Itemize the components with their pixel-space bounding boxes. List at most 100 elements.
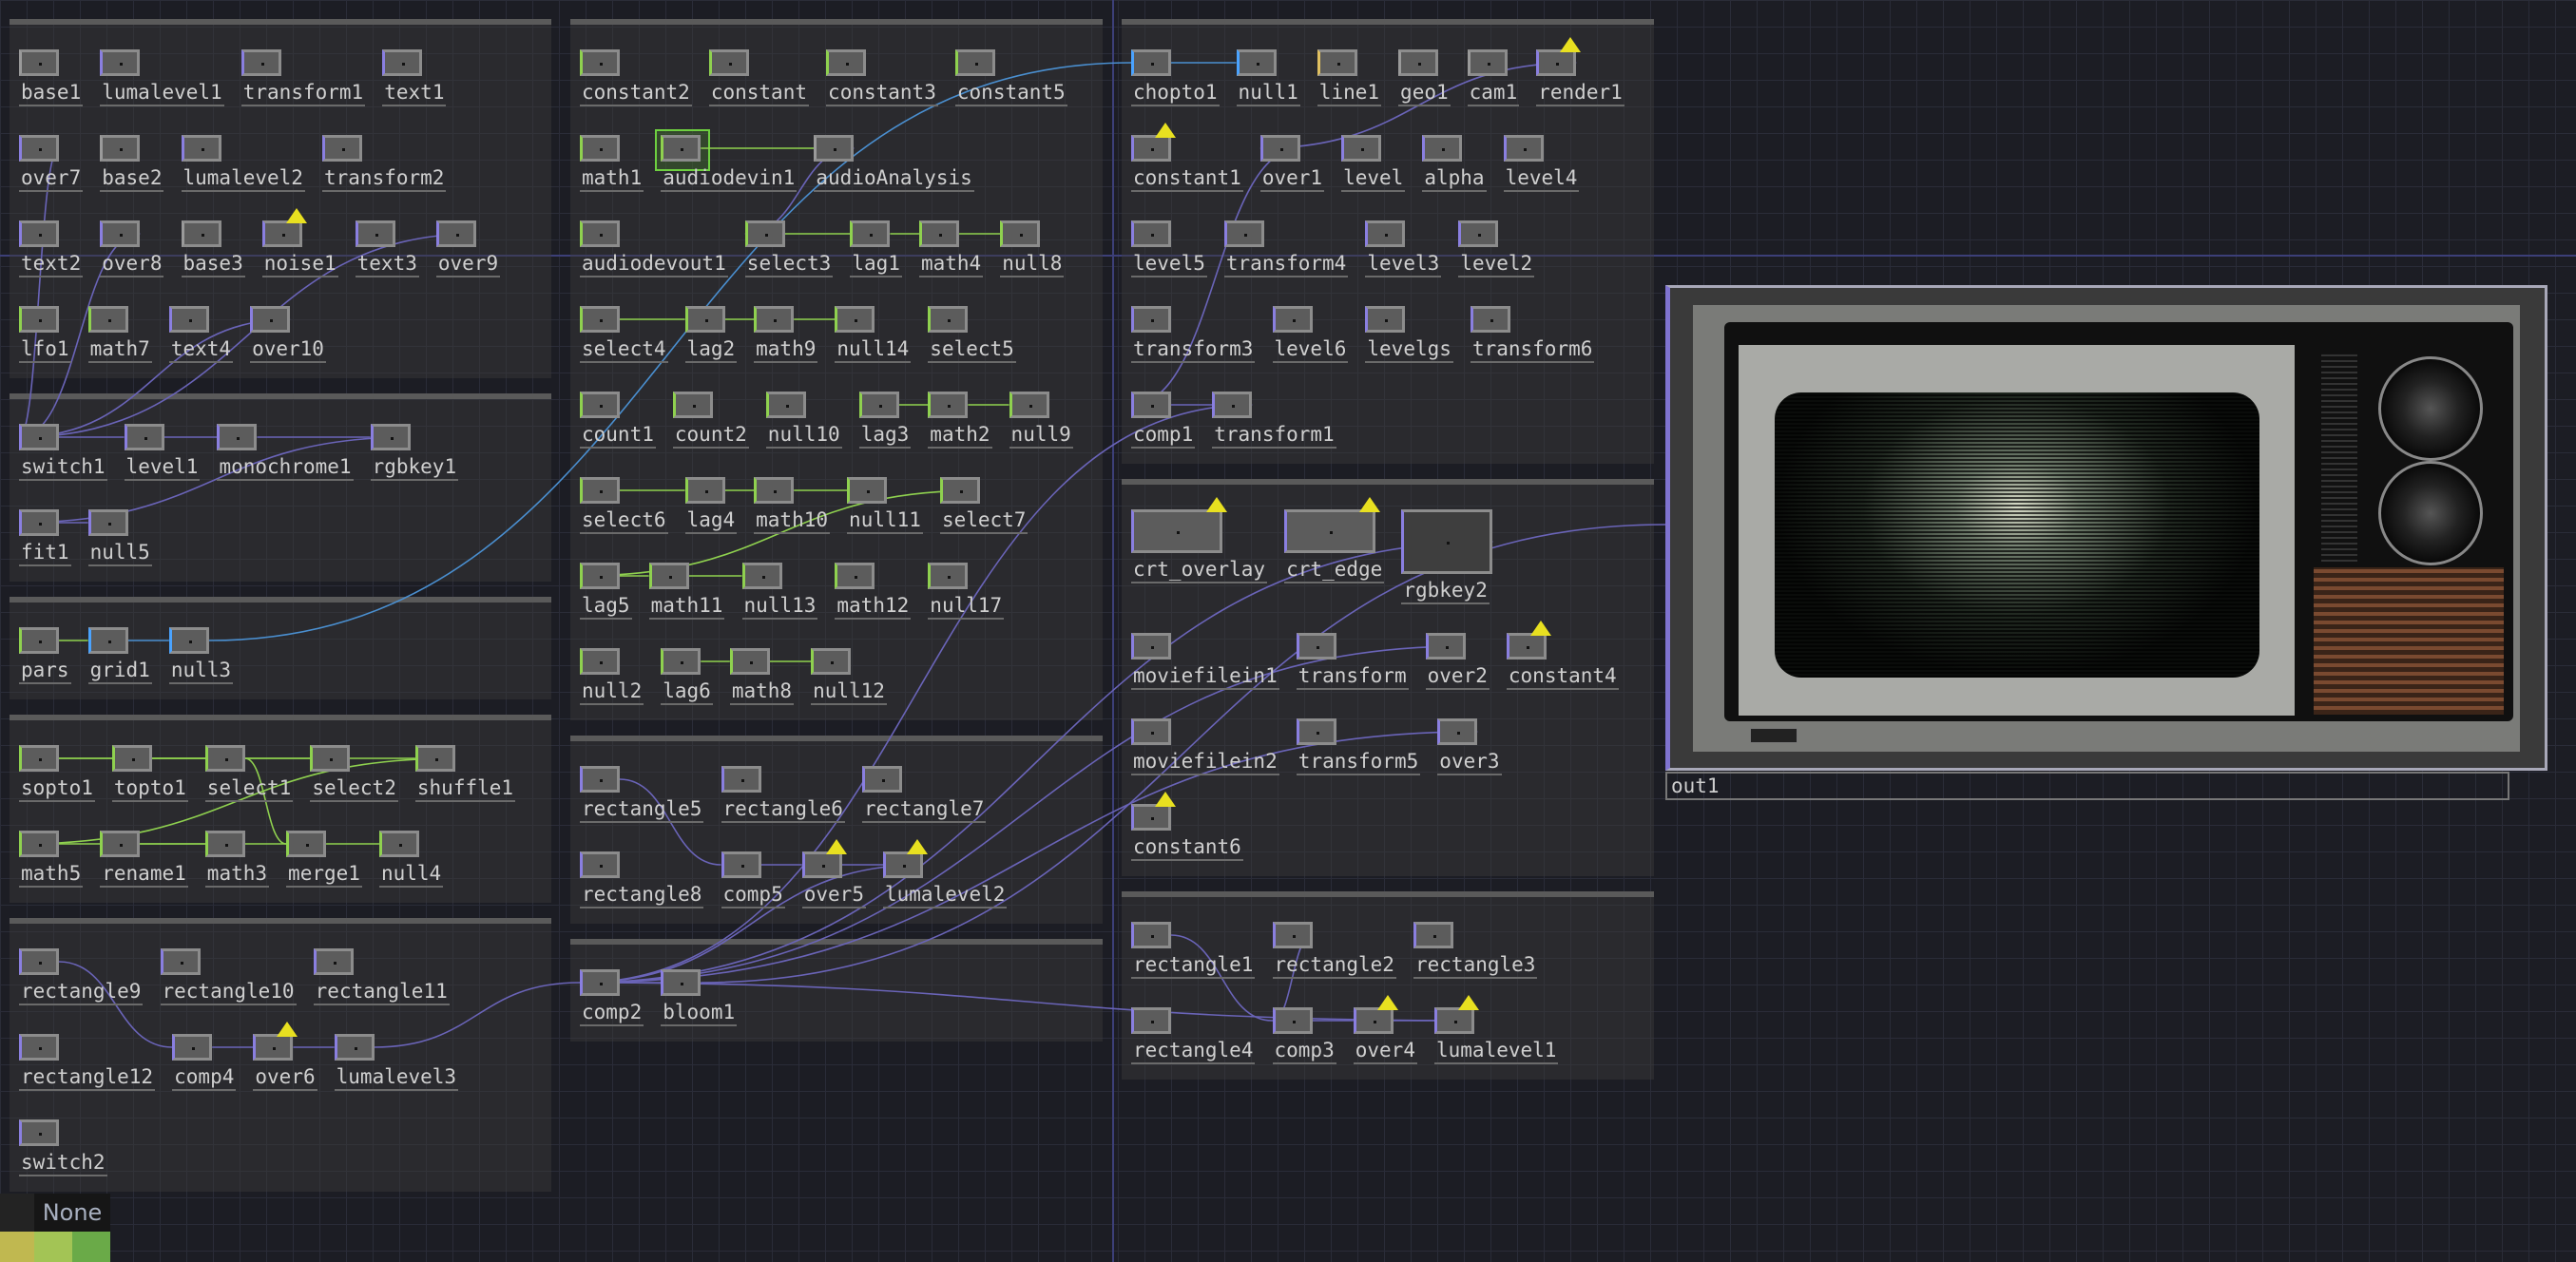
node-null10[interactable]: null10 (765, 392, 842, 449)
node-tile[interactable] (1131, 220, 1171, 247)
node-tile[interactable] (19, 1034, 59, 1061)
node-level4[interactable]: level4 (1503, 135, 1580, 192)
node-comp5[interactable]: comp5 (721, 851, 785, 908)
node-select3[interactable]: select3 (744, 220, 834, 277)
node-tile[interactable] (1341, 135, 1382, 162)
node-select2[interactable]: select2 (310, 745, 398, 802)
node-fit1[interactable]: fit1 (19, 509, 71, 566)
node-tile[interactable] (1536, 37, 1582, 76)
node-lag2[interactable]: lag2 (684, 306, 738, 363)
node-tile[interactable] (721, 851, 761, 878)
node-tile[interactable] (862, 766, 902, 793)
node-tile[interactable] (580, 969, 620, 996)
node-tile[interactable] (1425, 633, 1466, 660)
node-tile[interactable] (204, 831, 245, 857)
node-tile[interactable] (19, 509, 59, 536)
node-math9[interactable]: math9 (754, 306, 818, 363)
node-text3[interactable]: text3 (355, 220, 419, 277)
node-tile[interactable] (181, 220, 221, 247)
node-math11[interactable]: math11 (648, 563, 725, 620)
wire[interactable] (579, 404, 1253, 984)
node-crt-edge[interactable]: crt_edge (1284, 497, 1385, 583)
node-constant5[interactable]: constant5 (954, 49, 1067, 106)
node-switch2[interactable]: switch2 (19, 1119, 107, 1176)
node-null13[interactable]: null13 (741, 563, 818, 620)
wire[interactable] (18, 147, 60, 438)
node-switch1[interactable]: switch1 (19, 424, 107, 481)
node-tile[interactable] (19, 948, 59, 975)
node-rectangle11[interactable]: rectangle11 (313, 948, 450, 1005)
node-tile[interactable] (883, 839, 928, 878)
node-rectangle1[interactable]: rectangle1 (1131, 922, 1256, 979)
node-tile[interactable] (1470, 306, 1510, 333)
node-level3[interactable]: level3 (1365, 220, 1442, 277)
node-tile[interactable] (684, 306, 725, 333)
node-null3[interactable]: null3 (168, 627, 234, 684)
node-transform6[interactable]: transform6 (1470, 306, 1595, 363)
node-tile[interactable] (580, 220, 620, 247)
node-tile[interactable] (1467, 49, 1508, 76)
node-select5[interactable]: select5 (928, 306, 1016, 363)
node-rgbkey2[interactable]: rgbkey2 (1401, 509, 1493, 604)
node-tile[interactable] (19, 1119, 59, 1146)
node-tile[interactable] (382, 49, 423, 76)
node-tile[interactable] (580, 766, 620, 793)
node-tile[interactable] (310, 745, 351, 772)
node-tile[interactable] (580, 477, 620, 504)
node-tile[interactable] (1000, 220, 1041, 247)
node-tile[interactable] (1131, 392, 1171, 418)
node-text4[interactable]: text4 (168, 306, 234, 363)
node-monochrome1[interactable]: monochrome1 (217, 424, 354, 481)
node-transform1[interactable]: transform1 (1212, 392, 1336, 449)
node-comp1[interactable]: comp1 (1131, 392, 1196, 449)
wire[interactable] (579, 864, 924, 984)
node-lumalevel2[interactable]: lumalevel2 (181, 135, 305, 192)
node-geo1[interactable]: geo1 (1398, 49, 1451, 106)
node-tile[interactable] (1131, 1007, 1171, 1034)
node-select4[interactable]: select4 (580, 306, 668, 363)
node-level6[interactable]: level6 (1272, 306, 1349, 363)
node-tile[interactable] (1422, 135, 1463, 162)
node-tile[interactable] (580, 306, 620, 333)
node-cam1[interactable]: cam1 (1467, 49, 1520, 106)
node-level2[interactable]: level2 (1458, 220, 1535, 277)
node-select6[interactable]: select6 (580, 477, 668, 534)
node-transform4[interactable]: transform4 (1223, 220, 1349, 277)
node-tile[interactable] (754, 477, 795, 504)
node-rectangle5[interactable]: rectangle5 (580, 766, 704, 823)
node-null1[interactable]: null1 (1236, 49, 1300, 106)
node-tile[interactable] (858, 392, 899, 418)
node-tile[interactable] (435, 220, 476, 247)
node-tile[interactable] (1131, 922, 1171, 948)
node-tile[interactable] (847, 477, 888, 504)
node-tile[interactable] (87, 627, 128, 654)
node-tile[interactable] (754, 306, 795, 333)
node-tile[interactable] (672, 392, 713, 418)
node-lag4[interactable]: lag4 (684, 477, 738, 534)
node-tile[interactable] (939, 477, 980, 504)
node-lumalevel1[interactable]: lumalevel1 (1434, 995, 1559, 1064)
swatch-yellow[interactable] (0, 1232, 34, 1262)
node-tile[interactable] (1272, 1007, 1313, 1034)
node-tile[interactable] (1353, 995, 1398, 1034)
node-tile[interactable] (250, 306, 291, 333)
node-rectangle7[interactable]: rectangle7 (862, 766, 987, 823)
node-over5[interactable]: over5 (801, 839, 866, 908)
palette-label[interactable]: None (34, 1194, 110, 1232)
node-math3[interactable]: math3 (204, 831, 270, 888)
node-tile[interactable] (19, 220, 59, 247)
node-tile[interactable] (253, 1022, 298, 1061)
node-base2[interactable]: base2 (100, 135, 164, 192)
node-tile[interactable] (160, 948, 201, 975)
node-rectangle6[interactable]: rectangle6 (721, 766, 845, 823)
wire[interactable] (18, 318, 291, 438)
node-over4[interactable]: over4 (1353, 995, 1417, 1064)
node-tile[interactable] (684, 477, 725, 504)
node-lumalevel2[interactable]: lumalevel2 (883, 839, 1008, 908)
node-constant3[interactable]: constant3 (826, 49, 938, 106)
node-tile[interactable] (1401, 509, 1493, 574)
node-tile[interactable] (313, 948, 354, 975)
node-tile[interactable] (954, 49, 995, 76)
node-count2[interactable]: count2 (672, 392, 749, 449)
node-tile[interactable] (835, 306, 875, 333)
